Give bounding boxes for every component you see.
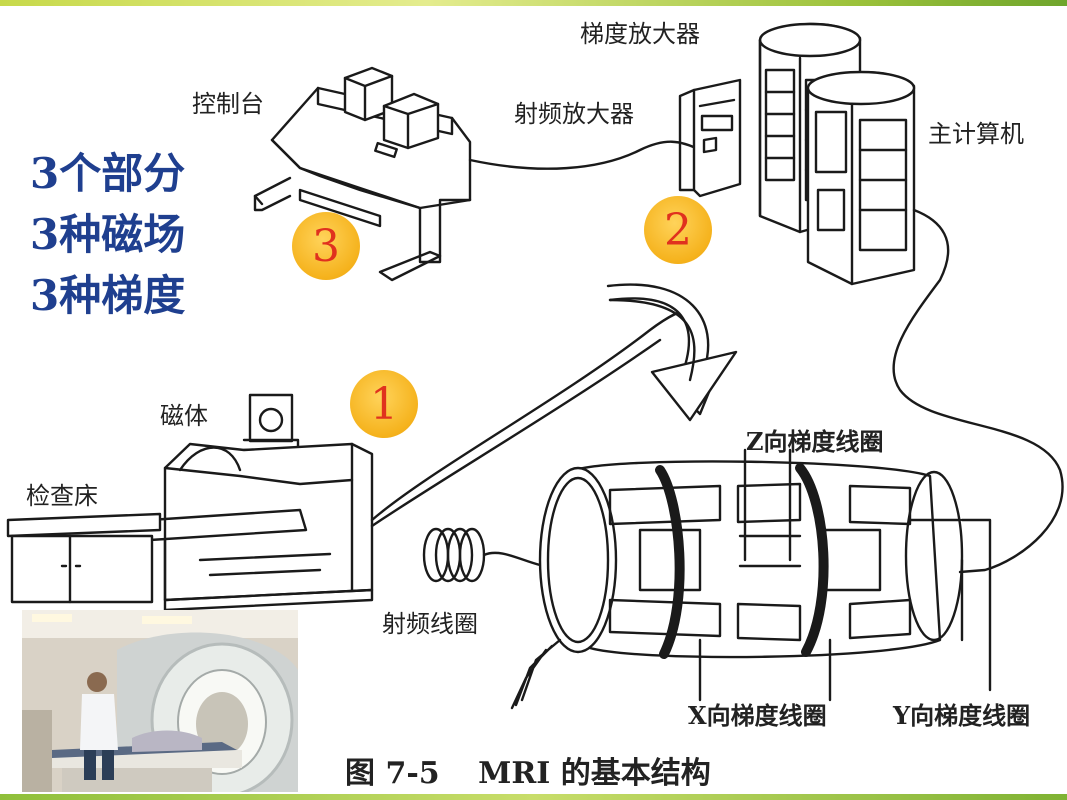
label-z-gradient-coil: Z向梯度线圈 xyxy=(746,427,884,456)
label-gradient-amplifier: 梯度放大器 xyxy=(580,20,700,48)
summary-gradients: 3种梯度 xyxy=(30,271,186,320)
figure-caption: 图 7-5 MRI 的基本结构 xyxy=(345,748,739,792)
gradient-coil-cylinder xyxy=(510,448,992,710)
computer-cable xyxy=(892,208,1064,574)
top-accent-bar xyxy=(0,0,1067,6)
label-x-gradient-coil: X向梯度线圈 xyxy=(688,701,827,730)
badge-one: 1 xyxy=(350,370,418,438)
badge-two: 2 xyxy=(644,196,712,264)
exam-table-drawing xyxy=(6,512,162,604)
host-computer-drawing xyxy=(806,70,916,286)
label-y-gradient-coil: Y向梯度线圈 xyxy=(893,701,1031,730)
label-console: 控制台 xyxy=(192,90,264,118)
summary-fields: 3种磁场 xyxy=(30,210,186,259)
console-drawing xyxy=(253,66,472,282)
mri-photo-image xyxy=(22,610,298,792)
label-rf-coil: 射频线圈 xyxy=(382,610,478,638)
magnet-cable-2 xyxy=(370,338,662,528)
magnet-drawing xyxy=(148,393,374,612)
rf-amplifier-drawing xyxy=(678,78,742,198)
rf-coil-drawing xyxy=(422,527,542,583)
bottom-accent-bar xyxy=(0,794,1067,800)
summary-parts: 3个部分 xyxy=(30,149,186,198)
label-magnet: 磁体 xyxy=(160,402,208,430)
figure-title: MRI 的基本结构 xyxy=(478,756,711,791)
mri-photo xyxy=(22,610,298,792)
figure-number: 图 7-5 xyxy=(345,756,440,791)
label-exam-table: 检查床 xyxy=(26,482,98,510)
label-host-computer: 主计算机 xyxy=(928,120,1024,148)
label-rf-amplifier: 射频放大器 xyxy=(514,100,634,128)
console-cable xyxy=(468,140,702,170)
badge-three: 3 xyxy=(292,212,360,280)
